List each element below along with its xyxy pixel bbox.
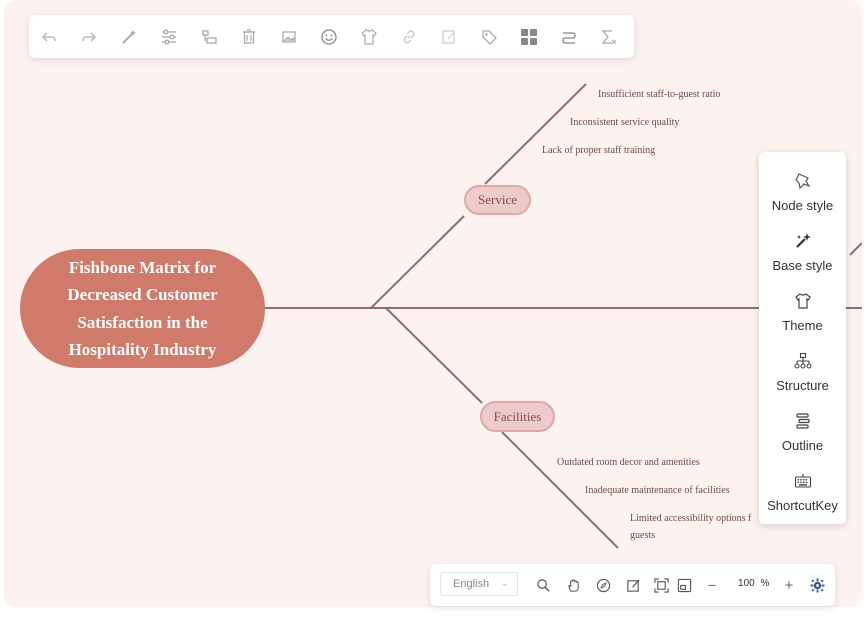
node-style-button[interactable]: Node style (759, 164, 846, 220)
settings-gear-icon[interactable] (808, 576, 826, 594)
keyboard-icon (794, 474, 811, 488)
central-topic[interactable]: Fishbone Matrix for Decreased Customer S… (20, 249, 265, 368)
search-icon[interactable] (534, 576, 552, 594)
redo-icon[interactable] (79, 27, 99, 47)
image-icon[interactable] (279, 27, 299, 47)
relation-icon[interactable] (559, 27, 579, 47)
language-value: English (453, 578, 490, 590)
zoom-level[interactable]: 100 % (738, 578, 769, 589)
layout-grid-icon[interactable] (519, 27, 539, 47)
link-icon[interactable] (399, 27, 419, 47)
cause-item[interactable]: Inadequate maintenance of facilities (585, 485, 730, 496)
zoom-value: 100 (738, 578, 755, 589)
base-style-button[interactable]: Base style (759, 224, 846, 280)
cause-item[interactable]: Insufficient staff-to-guest ratio (598, 89, 721, 100)
side-panel-label: Node style (771, 198, 834, 213)
magic-wand-icon[interactable] (119, 27, 139, 47)
theme-shirt-icon[interactable] (359, 27, 379, 47)
structure-icon (793, 352, 812, 369)
branch-label: Service (478, 192, 517, 207)
offscreen-bone (849, 242, 862, 256)
subtopic-icon[interactable] (199, 27, 219, 47)
trash-icon[interactable] (239, 27, 259, 47)
outline-button[interactable]: Outline (759, 404, 846, 460)
mindmap-canvas[interactable]: Fishbone Matrix for Decreased Customer S… (4, 0, 862, 607)
side-panel-label: Outline (781, 438, 824, 453)
shortcut-key-button[interactable]: ShortcutKey (759, 464, 846, 520)
cause-item[interactable]: Lack of proper staff training (542, 145, 656, 156)
cause-item[interactable]: Inconsistent service quality (570, 117, 680, 128)
service-bone (484, 83, 587, 185)
theme-icon (794, 293, 811, 309)
theme-button[interactable]: Theme (759, 284, 846, 340)
sliders-icon[interactable] (159, 27, 179, 47)
zoom-out-button[interactable]: − (707, 577, 717, 593)
facilities-bone (501, 431, 619, 549)
base-style-icon (795, 233, 811, 248)
emoji-icon[interactable] (319, 27, 339, 47)
fit-screen-icon[interactable] (652, 576, 670, 594)
cause-item[interactable]: Limited accessibility options f (630, 513, 752, 524)
central-topic-text: Fishbone Matrix for Decreased Customer S… (67, 257, 218, 360)
side-panel-label: Structure (776, 378, 829, 393)
minimap-icon[interactable] (675, 576, 693, 594)
branch-label: Facilities (493, 408, 542, 424)
outline-icon (795, 413, 810, 429)
tag-icon[interactable] (479, 27, 499, 47)
cause-item-continuation[interactable]: guests (630, 530, 655, 541)
zoom-unit: % (760, 578, 770, 589)
side-panel-label: Theme (782, 318, 823, 333)
format-side-panel: Node style Base style Theme Structure Ou… (759, 152, 846, 524)
note-icon[interactable] (439, 27, 459, 47)
node-style-icon (794, 173, 810, 190)
edit-icon[interactable] (624, 576, 642, 594)
bottom-toolbar: English ⌄ − 100 % + (430, 564, 835, 606)
language-select[interactable]: English ⌄ (440, 572, 518, 596)
facilities-connector (385, 307, 483, 404)
cause-item[interactable]: Outdated room decor and amenities (557, 457, 700, 468)
hand-pan-icon[interactable] (564, 576, 582, 594)
zoom-in-button[interactable]: + (784, 576, 794, 594)
service-connector (370, 215, 465, 309)
branch-service[interactable]: Service (464, 185, 531, 215)
chevron-down-icon: ⌄ (500, 578, 509, 589)
side-panel-label: Base style (772, 258, 833, 273)
formula-icon[interactable] (599, 27, 619, 47)
compass-icon[interactable] (594, 576, 612, 594)
branch-facilities[interactable]: Facilities (480, 401, 555, 432)
undo-icon[interactable] (39, 27, 59, 47)
top-toolbar (29, 15, 634, 58)
side-panel-label: ShortcutKey (767, 498, 838, 513)
structure-button[interactable]: Structure (759, 344, 846, 400)
